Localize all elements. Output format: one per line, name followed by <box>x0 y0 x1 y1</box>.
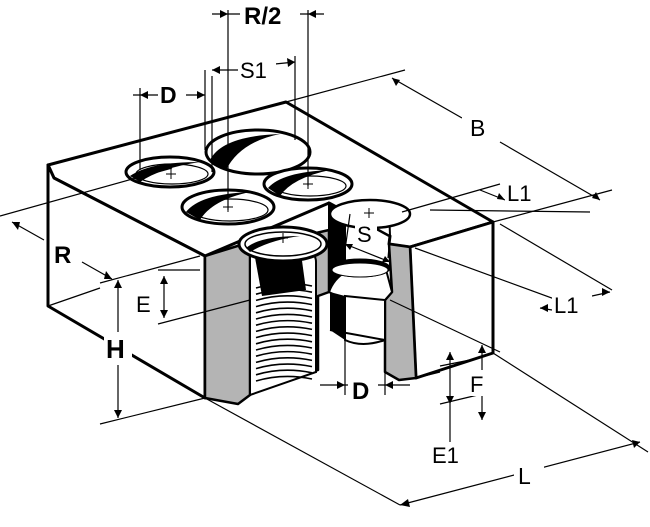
label-l1-upper: L1 <box>507 181 531 206</box>
bore-rim-inner <box>244 231 322 257</box>
counterbore-ring-inner <box>331 262 389 278</box>
thread-line <box>255 326 313 333</box>
thread-line <box>255 282 313 289</box>
label-e1: E1 <box>432 443 459 468</box>
label-s: S <box>357 222 372 247</box>
through-hole-shade <box>330 292 345 340</box>
through-hole-band <box>329 329 386 341</box>
label-s1: S1 <box>240 58 267 83</box>
thread-lines <box>255 282 313 382</box>
hole-4-shade <box>268 170 330 196</box>
label-d-bottom: D <box>352 378 369 405</box>
label-d-top: D <box>160 82 177 108</box>
hole-1-shade <box>130 162 200 182</box>
center-mark-bore <box>278 233 288 243</box>
label-h: H <box>106 334 125 364</box>
label-r: R <box>54 242 71 269</box>
center-mark-1 <box>166 169 176 179</box>
thread-line <box>255 344 313 351</box>
label-e: E <box>136 292 151 317</box>
arrowheads <box>12 10 640 507</box>
thread-line <box>255 338 313 345</box>
hole-1-rim <box>124 155 216 189</box>
thread-line <box>255 319 313 326</box>
hole-3-inner <box>191 198 269 222</box>
thread-line <box>255 357 313 364</box>
block-end-face <box>408 220 495 380</box>
dimension-labels: R/2 S1 D B L1 S R L1 E H F D E1 L <box>50 0 592 489</box>
hole-3-shade <box>186 192 250 220</box>
section-face-left <box>203 242 252 406</box>
label-l1-lower: L1 <box>554 293 578 318</box>
label-f: F <box>470 372 483 397</box>
thread-line <box>255 369 313 376</box>
thread-line <box>255 363 313 370</box>
thread-line <box>255 375 313 382</box>
bore-rim-shade <box>246 236 300 252</box>
thread-line <box>255 301 313 308</box>
front-bevel-line <box>53 177 206 257</box>
section-face-right <box>383 242 418 382</box>
thread-line <box>255 288 313 295</box>
thread-line <box>255 307 313 314</box>
thread-line <box>255 313 313 320</box>
corner-bevel-line <box>47 164 55 179</box>
hole-1-inner <box>135 163 209 185</box>
hole-2-rim <box>204 128 312 176</box>
hole-4-inner <box>273 175 347 197</box>
thread-line <box>255 332 313 339</box>
label-r-half: R/2 <box>244 3 281 30</box>
label-b: B <box>470 115 485 141</box>
label-l: L <box>518 463 531 489</box>
center-mark-stepped <box>364 208 374 218</box>
thread-line <box>255 350 313 357</box>
thread-line <box>255 295 313 302</box>
stepped-bore <box>327 198 412 345</box>
